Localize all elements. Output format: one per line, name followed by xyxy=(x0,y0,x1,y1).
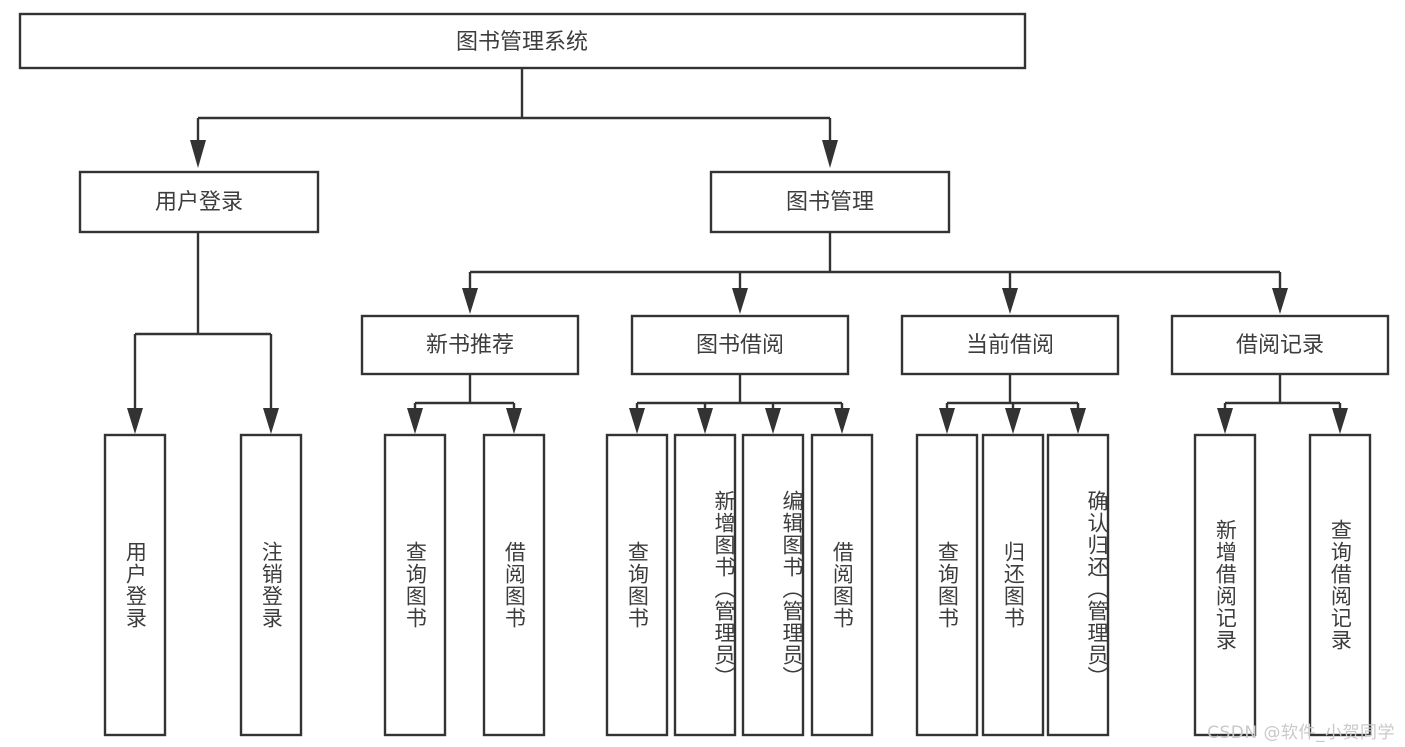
node-box-book-borrow[interactable] xyxy=(630,314,850,376)
node-box-new-book-recommend[interactable] xyxy=(360,314,580,376)
node-box-book-management[interactable] xyxy=(709,170,951,234)
node-box-current-borrow[interactable] xyxy=(900,314,1120,376)
arrow-head-book-management xyxy=(822,140,838,168)
arrow-head-leaf-query-book-1 xyxy=(407,408,423,434)
arrow-head-leaf-query-book-2 xyxy=(629,408,645,434)
label-root: 图书管理系统 xyxy=(456,30,588,55)
connector-group-root xyxy=(190,68,838,168)
label-new-book-recommend: 新书推荐 xyxy=(426,333,514,358)
node-box-leaf-borrow-book-1[interactable] xyxy=(482,433,546,737)
node-box-leaf-confirm-return[interactable] xyxy=(1046,433,1110,737)
label-user-login: 用户登录 xyxy=(155,190,243,215)
arrow-head-borrow-record xyxy=(1272,288,1288,314)
arrow-head-new-book-recommend xyxy=(462,288,478,314)
label-book-borrow: 图书借阅 xyxy=(696,333,784,358)
node-box-leaf-borrow-book-2[interactable] xyxy=(810,433,874,737)
csdn-watermark: CSDN @软件_小贺同学 xyxy=(1207,723,1395,743)
arrow-head-current-borrow xyxy=(1002,288,1018,314)
arrow-head-leaf-query-book-3 xyxy=(939,408,955,434)
arrow-head-leaf-borrow-book-1 xyxy=(506,408,522,434)
node-box-leaf-edit-book[interactable] xyxy=(741,433,805,737)
node-box-leaf-query-book-1[interactable] xyxy=(383,433,447,737)
arrow-head-book-borrow xyxy=(732,288,748,314)
arrow-head-leaf-add-record xyxy=(1217,408,1233,434)
connector-group-book-management xyxy=(462,232,1288,314)
node-box-leaf-add-record[interactable] xyxy=(1193,433,1257,737)
arrow-head-leaf-borrow-book-2 xyxy=(834,408,850,434)
arrow-head-leaf-edit-book xyxy=(765,408,781,434)
connector-group-user-login xyxy=(127,232,279,434)
connector-group-borrow-record xyxy=(1217,374,1348,434)
connector-group-current-borrow xyxy=(939,374,1086,434)
arrow-head-leaf-user-logout xyxy=(263,408,279,434)
node-box-leaf-user-logout[interactable] xyxy=(239,433,303,737)
arrow-head-leaf-user-login xyxy=(127,408,143,434)
node-box-leaf-user-login[interactable] xyxy=(103,433,167,737)
arrow-head-leaf-query-record xyxy=(1332,408,1348,434)
node-box-borrow-record[interactable] xyxy=(1170,314,1390,376)
label-borrow-record: 借阅记录 xyxy=(1236,333,1324,358)
node-box-leaf-query-record[interactable] xyxy=(1308,433,1372,737)
label-book-management: 图书管理 xyxy=(786,190,874,215)
node-box-user-login[interactable] xyxy=(78,170,320,234)
arrow-head-leaf-confirm-return xyxy=(1070,408,1086,434)
node-box-leaf-return-book[interactable] xyxy=(981,433,1045,737)
arrow-head-user-login xyxy=(190,140,206,168)
arrow-head-leaf-add-book xyxy=(697,408,713,434)
connector-group-new-book-recommend xyxy=(407,374,522,434)
node-box-root[interactable] xyxy=(18,12,1027,70)
node-box-leaf-query-book-2[interactable] xyxy=(605,433,669,737)
node-box-leaf-query-book-3[interactable] xyxy=(915,433,979,737)
arrow-head-leaf-return-book xyxy=(1005,408,1021,434)
label-current-borrow: 当前借阅 xyxy=(966,333,1054,358)
connector-group-book-borrow xyxy=(629,374,850,434)
node-box-leaf-add-book[interactable] xyxy=(673,433,737,737)
